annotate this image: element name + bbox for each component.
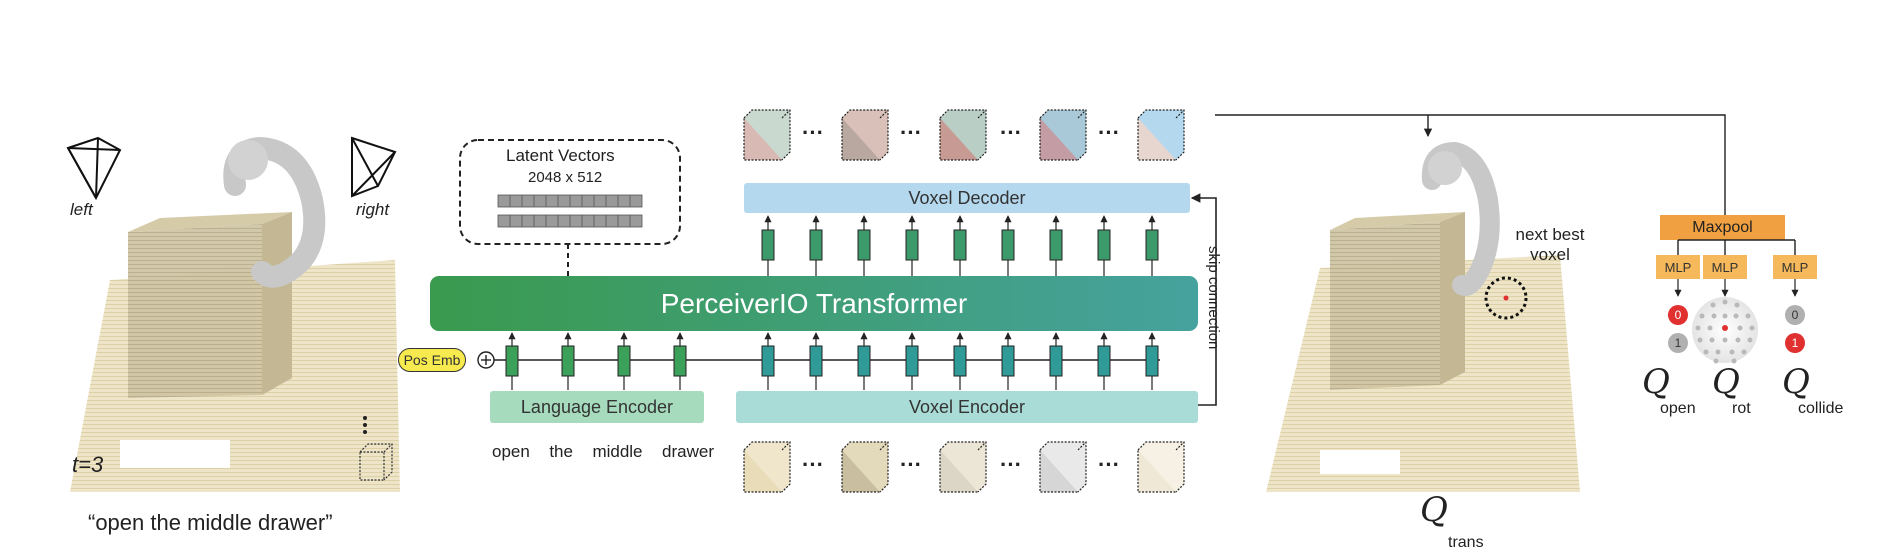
output-to-heads-connector bbox=[1215, 114, 1726, 215]
latent-title: Latent Vectors bbox=[506, 146, 615, 165]
input-cube bbox=[841, 441, 889, 493]
ellipsis: ··· bbox=[1000, 452, 1022, 477]
transformer-block bbox=[430, 276, 1198, 331]
camera-right-icon bbox=[351, 136, 397, 198]
language-tokens bbox=[505, 332, 687, 390]
output-cube bbox=[939, 109, 987, 161]
mlp-collide-label: MLP bbox=[1781, 259, 1809, 275]
skip-connection-label: skip connection bbox=[1205, 246, 1222, 350]
collide-state-0-label: 0 bbox=[1791, 308, 1799, 322]
voxel-encoder-label: Voxel Encoder bbox=[908, 396, 1026, 417]
instruction-word: the bbox=[549, 442, 573, 461]
instruction-word: drawer bbox=[662, 442, 714, 461]
next-best-line: next best bbox=[1515, 225, 1585, 244]
plus-icon bbox=[477, 351, 495, 369]
input-cube bbox=[1137, 441, 1185, 493]
maxpool-to-mlp bbox=[1677, 239, 1796, 255]
mlp-rot-block bbox=[1703, 255, 1747, 279]
q-open-symbol: Q bbox=[1642, 362, 1670, 402]
ellipsis: ··· bbox=[1000, 120, 1022, 145]
open-state-1-label: 1 bbox=[1674, 336, 1682, 350]
mlp-rot-label: MLP bbox=[1711, 259, 1739, 275]
mlp-open-block bbox=[1656, 255, 1700, 279]
maxpool-label: Maxpool bbox=[1692, 218, 1753, 236]
q-open-sub: open bbox=[1660, 400, 1696, 417]
instruction-word: open bbox=[492, 442, 530, 461]
output-cube bbox=[743, 109, 791, 161]
output-cube bbox=[1039, 109, 1087, 161]
camera-left-icon bbox=[66, 136, 122, 201]
small-cube-icon bbox=[359, 443, 393, 481]
timestep-label: t=3 bbox=[72, 452, 104, 477]
camera-left-label: left bbox=[70, 200, 93, 219]
maxpool-block bbox=[1660, 215, 1785, 240]
output-cube bbox=[841, 109, 889, 161]
q-rot-sub: rot bbox=[1732, 400, 1751, 417]
ellipsis: ··· bbox=[900, 120, 922, 145]
open-state-1 bbox=[1668, 333, 1688, 353]
next-best-voxel-marker bbox=[1484, 276, 1528, 320]
q-trans-sub: trans bbox=[1448, 534, 1484, 551]
open-state-0-label: 0 bbox=[1674, 308, 1682, 322]
latent-vectors-box bbox=[459, 139, 681, 276]
voxel-decoder-block bbox=[744, 183, 1190, 213]
transformer-label: PerceiverIO Transformer bbox=[660, 287, 968, 319]
language-encoder-block bbox=[490, 391, 704, 423]
latent-dims: 2048 x 512 bbox=[528, 169, 603, 186]
open-state-0 bbox=[1668, 305, 1688, 325]
pos-emb-badge: Pos Emb bbox=[398, 348, 466, 372]
input-cube bbox=[939, 441, 987, 493]
mlp-collide-block bbox=[1773, 255, 1817, 279]
q-collide-symbol: Q bbox=[1782, 362, 1810, 402]
input-cube bbox=[1039, 441, 1087, 493]
q-trans-symbol: Q bbox=[1420, 490, 1448, 530]
q-collide-sub: collide bbox=[1798, 400, 1844, 417]
collide-state-1-label: 1 bbox=[1791, 336, 1799, 350]
instruction-word: middle bbox=[592, 442, 643, 461]
left-scene-voxel-grid bbox=[70, 136, 400, 492]
next-best-voxel-point bbox=[1503, 295, 1509, 301]
output-cube bbox=[1137, 109, 1185, 161]
collide-state-1 bbox=[1785, 333, 1805, 353]
rotation-sphere-icon bbox=[1692, 297, 1758, 364]
mlp-open-label: MLP bbox=[1664, 259, 1692, 275]
camera-right-label: right bbox=[356, 200, 390, 219]
q-rot-symbol: Q bbox=[1712, 362, 1740, 402]
language-encoder-label: Language Encoder bbox=[520, 396, 674, 417]
input-voxel-cubes bbox=[743, 441, 1185, 493]
right-scene-voxel-grid bbox=[1266, 141, 1580, 492]
ellipsis: ··· bbox=[802, 120, 824, 145]
ellipsis: ··· bbox=[900, 452, 922, 477]
next-best-voxel-label: next best voxel bbox=[1510, 225, 1590, 265]
voxel-encoder-tokens bbox=[761, 332, 1159, 390]
instruction-quote: “open the middle drawer” bbox=[88, 510, 333, 535]
ellipsis: ··· bbox=[1098, 452, 1120, 477]
instruction-words: open the middle drawer bbox=[492, 442, 714, 462]
ellipsis: ··· bbox=[1098, 120, 1120, 145]
voxel-encoder-block bbox=[736, 391, 1198, 423]
output-voxel-cubes bbox=[743, 109, 1185, 161]
voxel-decoder-label: Voxel Decoder bbox=[908, 187, 1026, 208]
input-cube bbox=[743, 441, 791, 493]
vertical-ellipsis-icon bbox=[363, 416, 367, 434]
collide-state-0 bbox=[1785, 305, 1805, 325]
ellipsis: ··· bbox=[802, 452, 824, 477]
next-best-line: voxel bbox=[1530, 245, 1570, 264]
voxel-decoder-tokens bbox=[761, 215, 1159, 276]
skip-connection-arrow bbox=[1190, 193, 1217, 406]
